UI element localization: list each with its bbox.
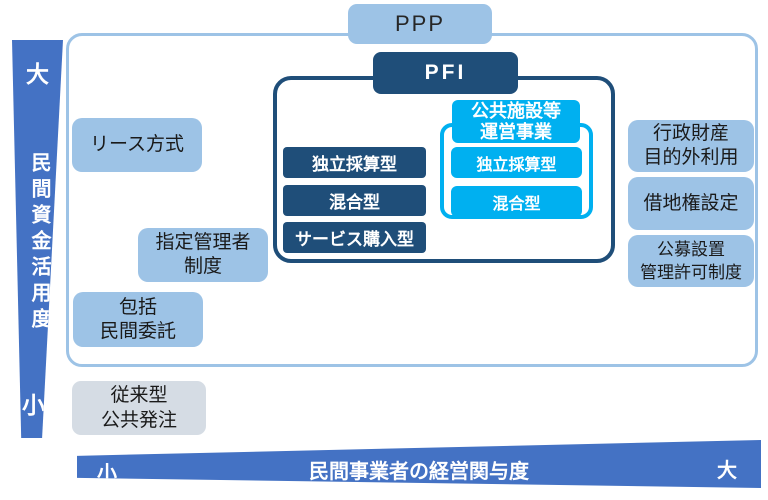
public-offer-box: 公募設置 管理許可制度 <box>628 235 754 287</box>
y-axis-min-label: 小 <box>22 392 45 418</box>
x-axis-max-label: 大 <box>717 460 737 482</box>
y-axis-max-label: 大 <box>26 61 49 87</box>
operation-type-independent: 独立採算型 <box>451 147 582 178</box>
operation-type-mixed: 混合型 <box>451 186 582 217</box>
lease-scheme-box: リース方式 <box>72 118 202 172</box>
ppp-box: PPP <box>348 4 492 44</box>
leasehold-box: 借地権設定 <box>628 177 754 230</box>
pfi-type-mixed: 混合型 <box>283 185 426 216</box>
designated-manager-box: 指定管理者 制度 <box>138 228 268 282</box>
admin-property-box: 行政財産 目的外利用 <box>628 120 754 172</box>
operation-title-box: 公共施設等 運営事業 <box>452 100 580 143</box>
x-axis-wedge: 小 民間事業者の経営関与度 大 <box>77 440 761 488</box>
traditional-order-box: 従来型 公共発注 <box>72 381 206 435</box>
pfi-type-service-purchase: サービス購入型 <box>283 222 426 253</box>
y-axis-title: 民間資金活用度 <box>28 152 50 334</box>
y-axis-wedge: 大 民間資金活用度 小 <box>12 40 63 438</box>
comprehensive-outsourcing-box: 包括 民間委託 <box>73 292 203 347</box>
x-axis-title: 民間事業者の経営関与度 <box>309 461 529 483</box>
pfi-type-independent: 独立採算型 <box>283 147 426 178</box>
pfi-box: PFI <box>373 52 518 94</box>
operation-title: 公共施設等 運営事業 <box>471 100 561 142</box>
